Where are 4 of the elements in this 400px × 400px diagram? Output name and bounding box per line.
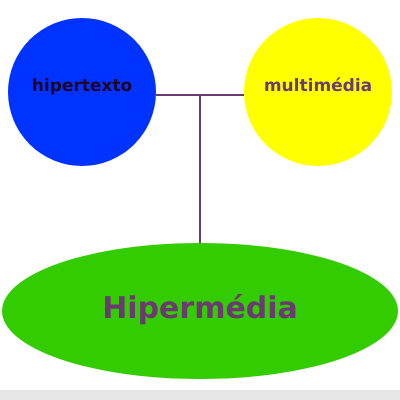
connector-line	[199, 94, 244, 243]
node-label: multimédia	[264, 77, 372, 97]
node-label: hipertexto	[32, 77, 132, 97]
node-label: Hipermédia	[102, 292, 298, 326]
